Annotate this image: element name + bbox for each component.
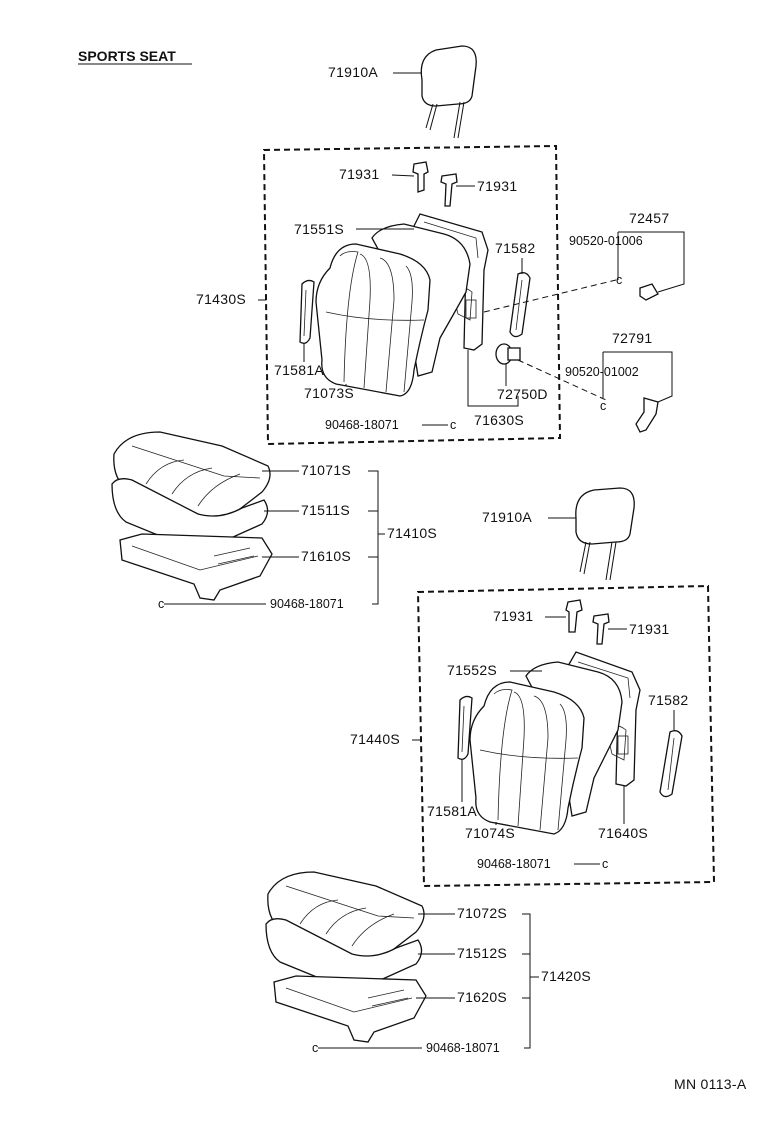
label-back-frame-lower: 71640S [598,825,648,841]
label-lever-set: 72791 [612,330,652,346]
seat-cushion-pad-lower-drawing [265,918,423,986]
label-knob-screw-a: 90520-01006 [569,234,643,248]
lever-icon [635,397,659,433]
pin-icon-lower-right [592,613,610,645]
label-cushion-pad-lower: 71512S [457,945,507,961]
label-cushion-frame-lower: 71620S [457,989,507,1005]
pin-icon-upper-left [412,161,429,193]
clip-icon-b: c [600,399,606,413]
label-back-pad-lower: 71552S [447,662,497,678]
label-side-trim-upper: 71582 [495,240,535,256]
label-hog-ring-left: 90468-18071 [270,597,344,611]
label-side-trim-lower: 71582 [648,692,688,708]
leader-lever-set [603,351,673,403]
label-back-assy-lower: 71440S [350,731,400,747]
seatback-cover-lower-drawing [469,681,585,835]
seatback-cover-upper-drawing [315,243,431,397]
leader-knob-set [618,231,685,293]
leader-back-frame-upper [467,350,519,407]
label-cushion-cover-left: 71071S [301,462,351,478]
label-pin-upper-left: 71931 [339,166,379,182]
label-cushion-assy-lower: 71420S [541,968,591,984]
leader-pin-upper-left [391,174,415,177]
pin-icon-lower-left [565,599,583,633]
headrest-upper-drawing [420,45,477,139]
label-pin-upper-right: 71931 [477,178,517,194]
label-cushion-cover-lower: 71072S [457,905,507,921]
side-cover-lower-drawing [457,695,473,760]
label-back-cover-upper: 71073S [304,385,354,401]
label-headrest-lower: 71910A [482,509,532,525]
seat-cushion-frame-lower-drawing [273,975,427,1043]
seat-cushion-frame-upper-drawing [119,533,273,601]
side-trim-upper-drawing [509,272,531,338]
bracket-cushion-assy-left [368,470,385,605]
label-pin-lower-left: 71931 [493,608,533,624]
label-hog-ring-upper: 90468-18071 [325,418,399,432]
clip-icon-a: c [616,273,622,287]
label-back-pad-upper: 71551S [294,221,344,237]
label-back-cover-lower: 71074S [465,825,515,841]
label-back-frame-upper: 71630S [474,412,524,428]
label-side-cover-upper: 71581A [274,362,324,378]
label-hog-ring-lower: 90468-18071 [477,857,551,871]
headrest-lower-drawing [575,487,635,581]
label-cushion-assy-left: 71410S [387,525,437,541]
dashed-axis-lower [517,359,607,401]
diagram-title: SPORTS SEAT [78,48,176,64]
label-knob-screw-b: 90520-01002 [565,365,639,379]
label-side-cover-lower: 71581A [427,803,477,819]
label-headrest-upper: 71910A [328,64,378,80]
clip-icon-c: c [450,418,456,432]
footer-code: MN 0113-A [674,1076,747,1092]
label-knob-set: 72457 [629,210,669,226]
label-pin-lower-right: 71931 [629,621,669,637]
bracket-cushion-assy-lower [522,913,539,1049]
label-cushion-pad-left: 71511S [301,502,350,518]
label-knob: 72750D [497,386,548,402]
side-trim-lower-drawing [659,730,683,798]
label-back-assy-upper: 71430S [196,291,246,307]
side-cover-upper-drawing [299,279,315,344]
knob-cap-icon [639,283,659,301]
seat-cushion-pad-upper-drawing [111,478,269,546]
clip-icon-e: c [602,857,608,871]
lower-assembly-box [416,584,716,888]
dashed-axis-upper [483,279,617,313]
clip-icon-f: c [312,1041,318,1055]
label-hog-ring-lower-cushion: 90468-18071 [426,1041,500,1055]
recliner-knob-icon [495,343,521,365]
upper-assembly-box [262,144,562,446]
label-cushion-frame-left: 71610S [301,548,351,564]
clip-icon-d: c [158,597,164,611]
pin-icon-upper-right [440,173,458,207]
